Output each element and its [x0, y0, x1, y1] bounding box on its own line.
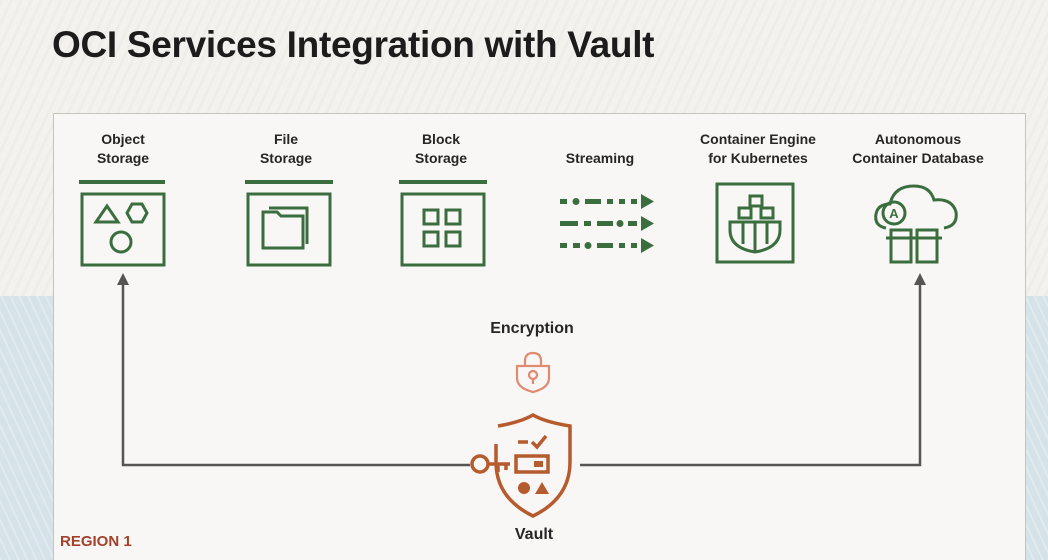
object-storage-icon: [79, 180, 166, 267]
vault-shield-icon: [470, 412, 572, 518]
encryption-label: Encryption: [490, 320, 574, 337]
vault-label: Vault: [514, 526, 554, 543]
service-label-block-storage: Block Storage: [414, 131, 468, 166]
file-storage-icon: [245, 180, 333, 267]
service-label-object-storage: Object Storage: [96, 131, 150, 166]
service-label-autonomous-database: Autonomous Container Database: [852, 131, 984, 166]
container-engine-icon: [715, 182, 795, 264]
block-storage-icon: [399, 180, 487, 267]
autonomous-database-icon: A: [874, 184, 958, 264]
connector-to-autonomous-database: [580, 282, 922, 467]
svg-text:A: A: [889, 206, 899, 221]
region-panel: [53, 113, 1026, 560]
region-label: REGION 1: [60, 533, 132, 550]
service-label-streaming: Streaming: [565, 150, 635, 166]
streaming-icon: [560, 194, 654, 253]
connector-to-object-storage: [121, 282, 470, 467]
encryption-lock-icon: [515, 351, 551, 394]
service-label-container-engine: Container Engine for Kubernetes: [700, 131, 816, 166]
arrowhead-object-storage: [117, 273, 129, 285]
arrowhead-autonomous-database: [914, 273, 926, 285]
slide-title: OCI Services Integration with Vault: [52, 24, 655, 65]
service-label-file-storage: File Storage: [259, 131, 313, 166]
